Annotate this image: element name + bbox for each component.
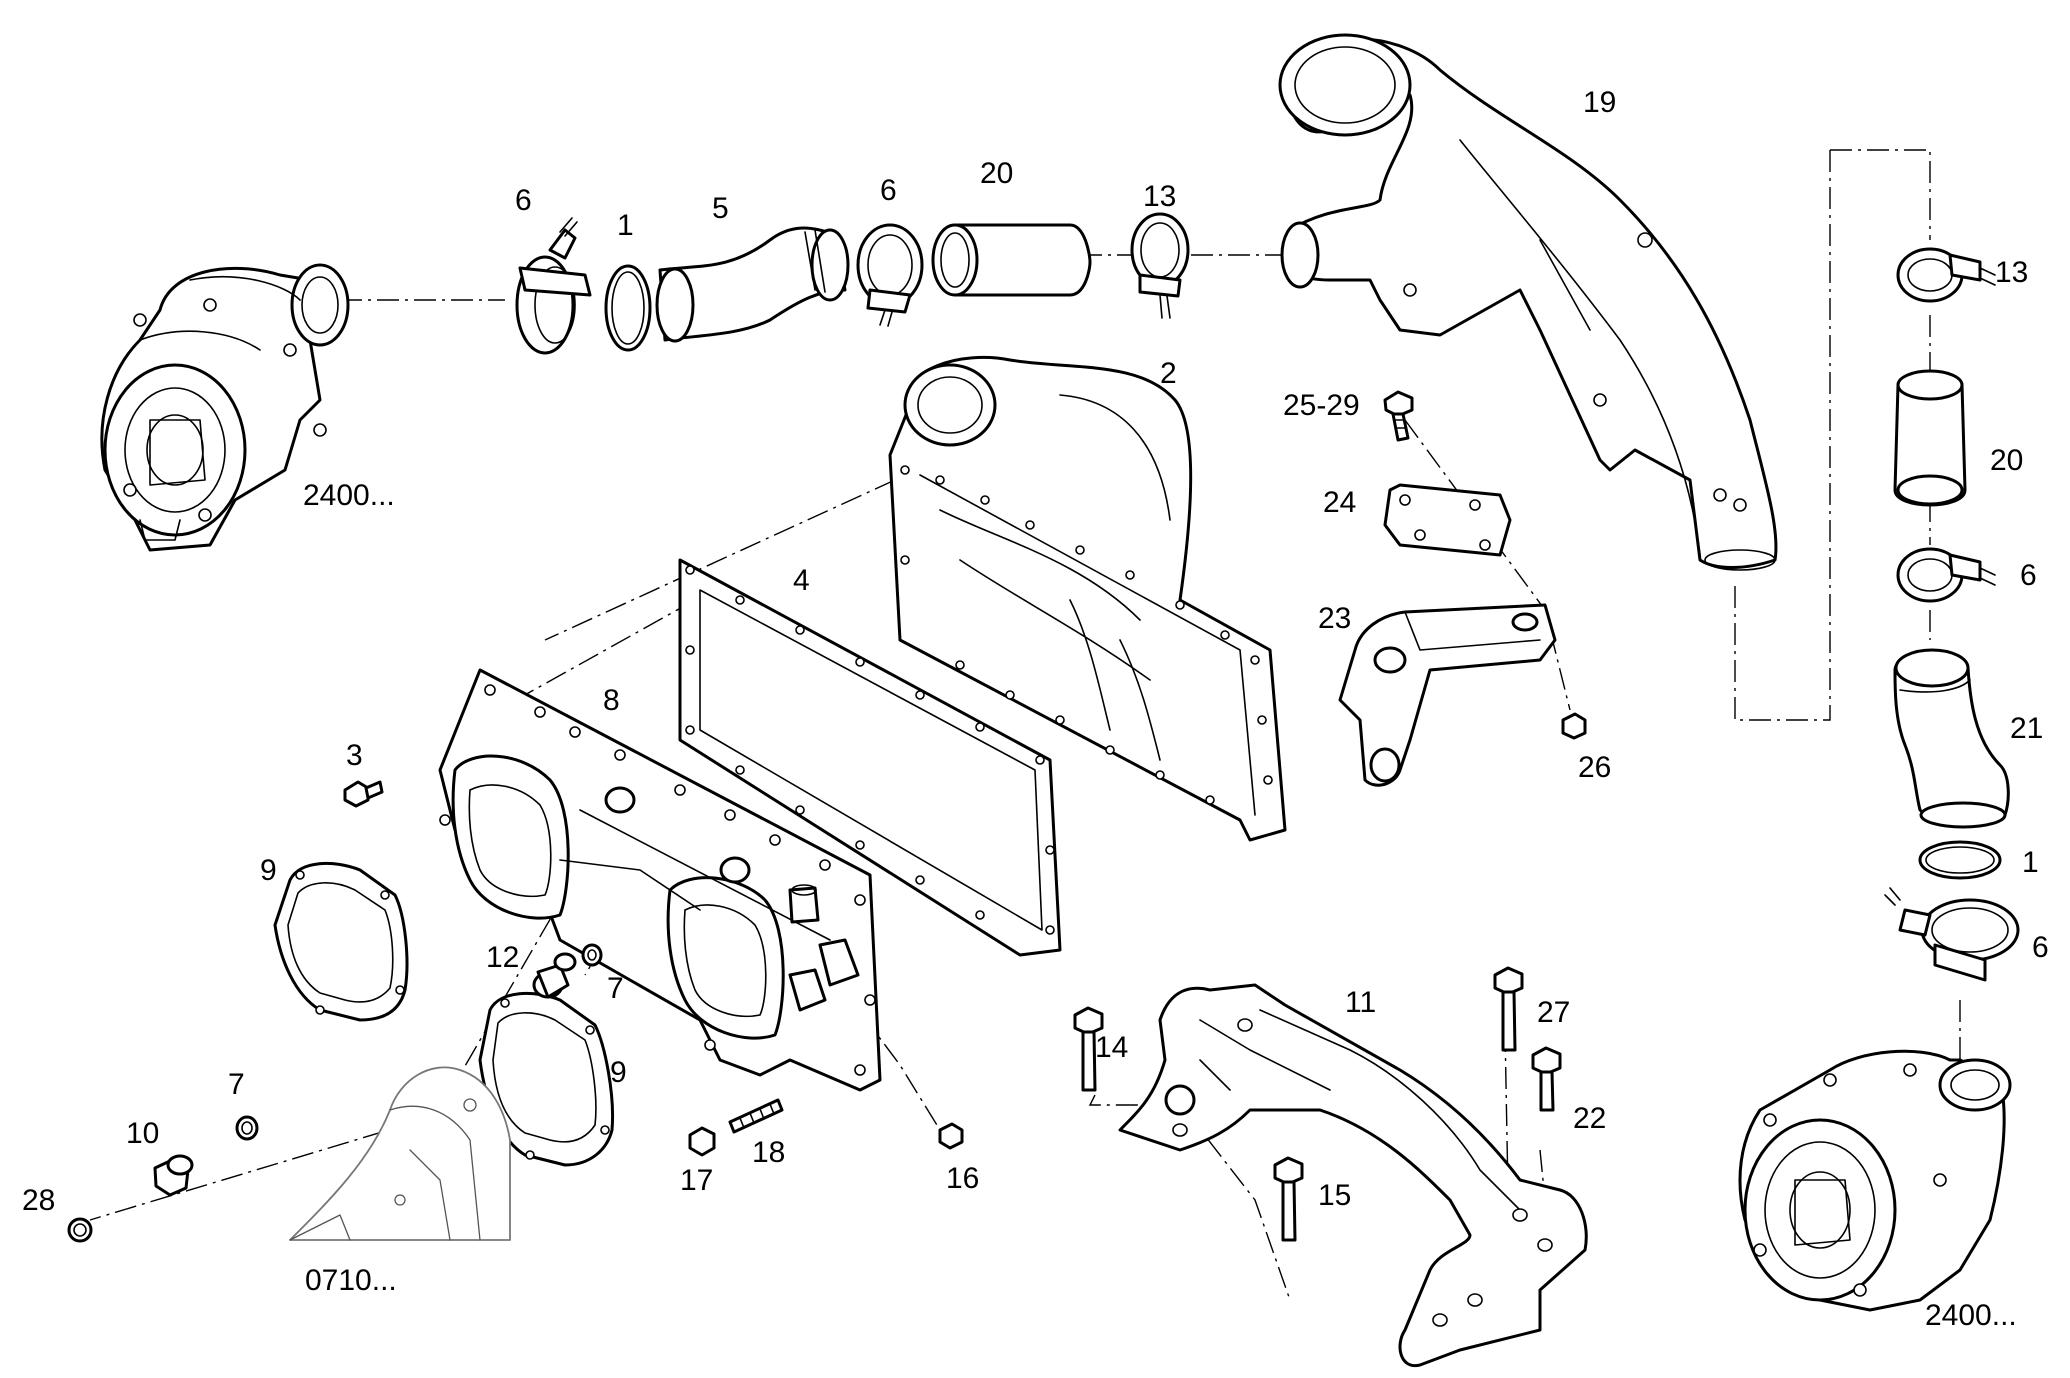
clamp-6-top [856,223,924,327]
callout-16: 16 [946,1162,979,1195]
bolt-27 [1493,966,1524,1052]
callout-4: 4 [793,564,810,597]
callout-27: 27 [1537,996,1570,1029]
plug-12 [532,952,577,999]
o-ring-1-top [604,264,652,352]
callout-13: 13 [1143,180,1176,213]
nut-17 [688,1126,716,1157]
cover-9-upper [273,861,409,1022]
turbocharger-left: 2400... [100,263,395,552]
callout-12: 12 [486,941,519,974]
clamp-6-right-upper [1896,547,1996,603]
callout-6: 6 [2032,931,2049,964]
bolt-25-29 [1383,390,1414,442]
callout-28: 28 [22,1184,55,1217]
callout-6: 6 [515,184,532,217]
callout-8: 8 [603,684,620,717]
bolt-15 [1273,1156,1304,1242]
callout-1: 1 [617,209,634,242]
callout-20: 20 [1990,444,2023,477]
nut-16 [938,1122,964,1150]
callout-13: 13 [1995,256,2028,289]
bolt-22 [1531,1046,1562,1112]
clamp-6-left [515,217,592,355]
callout-11: 11 [1345,986,1376,1019]
bolt-3 [343,780,384,808]
callout-26: 26 [1578,751,1611,784]
manifold-8 [438,668,882,1092]
callout-15: 15 [1318,1179,1351,1212]
callout-5: 5 [712,192,729,225]
bracket-24 [1383,483,1512,557]
nut-26 [1561,712,1587,740]
callout-21: 21 [2010,712,2043,745]
tank-2 [888,355,1287,842]
bracket-23 [1338,603,1557,787]
callouts: 6 1 5 6 20 13 19 2 25-29 24 23 26 4 8 3 … [22,86,2049,1217]
washer-7-upper [581,943,603,967]
hose-21 [1893,648,2010,829]
callout-18: 18 [752,1136,785,1169]
callout-20: 20 [980,157,1013,190]
ref-engine-block: 0710... [305,1264,397,1297]
hose-20-right [1893,369,1967,507]
callout-25-29: 25-29 [1283,389,1360,422]
callout-9: 9 [610,1056,627,1089]
clamp-13-top [1130,212,1190,319]
gasket-4 [678,558,1062,957]
ref-turbo-left: 2400... [303,479,395,512]
callout-6: 6 [880,174,897,207]
crossmember-11 [1118,983,1588,1368]
plug-10 [153,1154,194,1197]
clamp-13-right [1896,247,1996,303]
turbocharger-right: 2400... [1738,1049,2017,1332]
callout-24: 24 [1323,486,1356,519]
callout-2: 2 [1160,357,1177,390]
clamp-6-right-lower [1884,887,2020,982]
callout-22: 22 [1573,1102,1606,1135]
washer-7-lower [235,1115,259,1141]
callout-14: 14 [1095,1031,1128,1064]
pipe-19 [1278,33,1778,571]
callout-9: 9 [260,854,277,887]
bolt-14 [1073,1006,1104,1092]
callout-23: 23 [1318,602,1351,635]
ref-turbo-right: 2400... [1925,1299,2017,1332]
hose-20-top [931,223,1092,297]
washer-28 [67,1217,93,1243]
callout-10: 10 [126,1117,159,1150]
o-ring-1-right [1918,840,2002,880]
callout-19: 19 [1583,86,1616,119]
callout-7: 7 [607,972,624,1005]
hose-5 [655,226,850,343]
callout-1: 1 [2022,846,2039,879]
callout-3: 3 [346,739,363,772]
callout-7: 7 [228,1068,245,1101]
callout-17: 17 [680,1164,713,1197]
engine-block-ghost [289,1066,511,1241]
callout-6: 6 [2020,559,2037,592]
stud-18 [728,1098,784,1134]
